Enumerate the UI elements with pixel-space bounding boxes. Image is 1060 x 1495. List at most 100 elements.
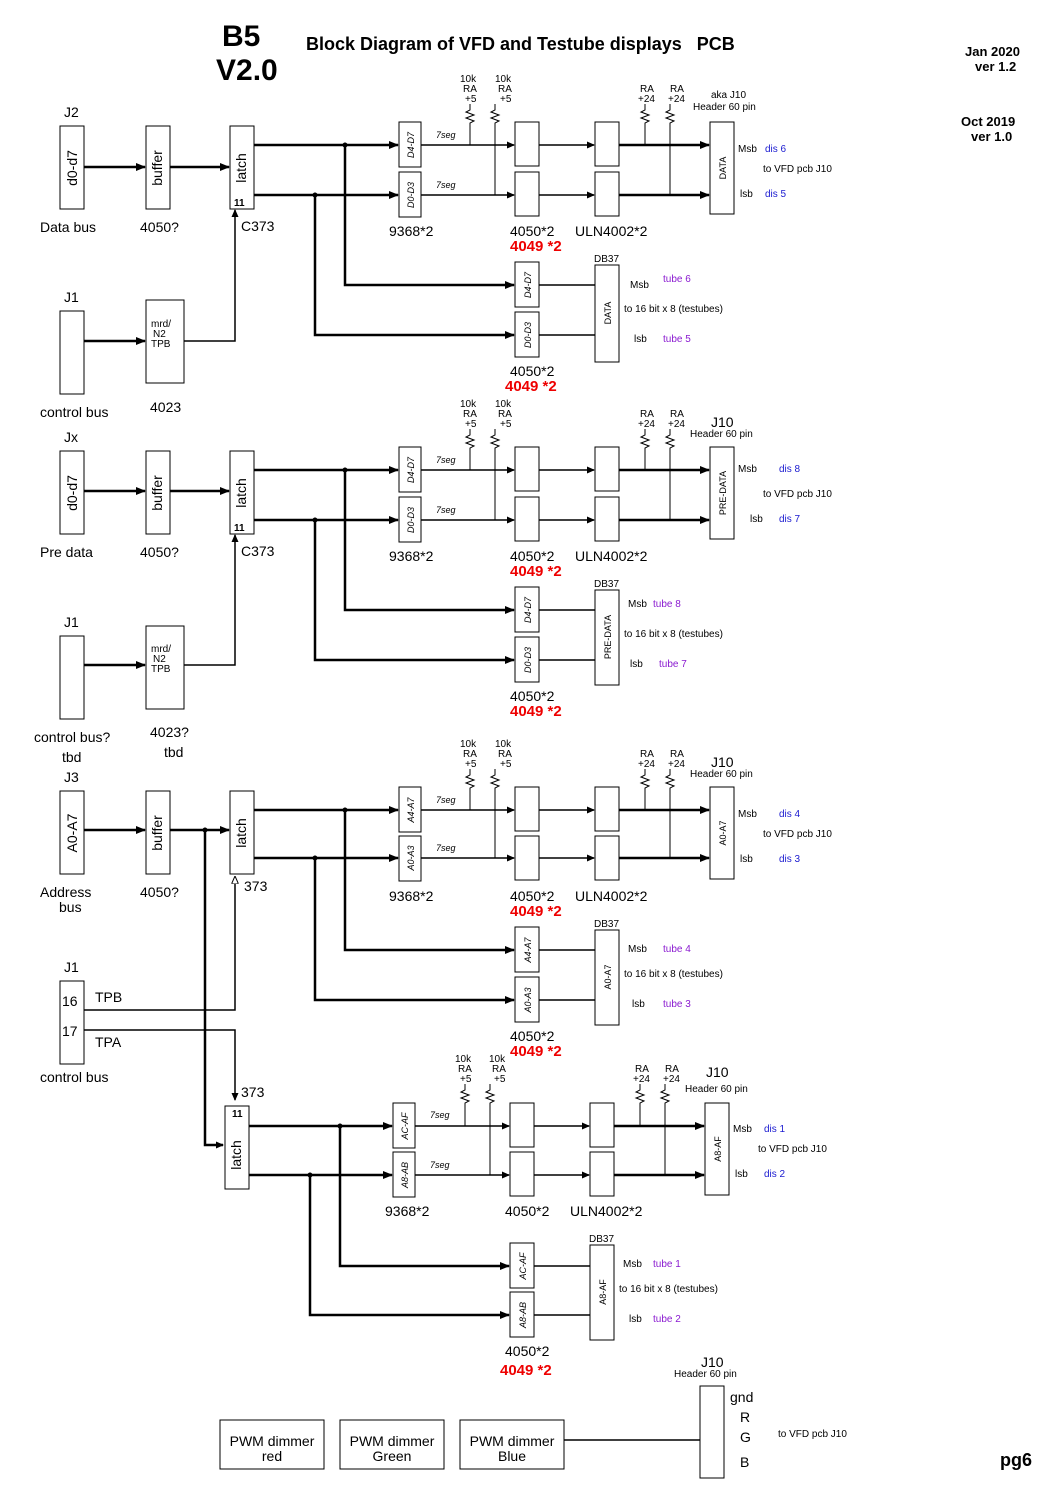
latch-pin: 11	[232, 1109, 243, 1120]
buffer-part: 4050?	[140, 219, 179, 235]
part-label: 9368*2	[389, 223, 434, 239]
pin-gnd: gnd	[730, 1389, 753, 1405]
pullup-10k-a: 10k	[460, 739, 477, 750]
tube-buffer-lo	[514, 311, 540, 358]
db37-connector-label: A8-AF	[598, 1279, 608, 1305]
resistor-icon	[639, 429, 651, 470]
pin-16-label: 16	[62, 993, 78, 1009]
tube-buffer-hi-label: AC-AF	[518, 1252, 528, 1281]
resistor-icon	[489, 429, 501, 520]
driver-chip-lo	[589, 1151, 615, 1197]
vfd-header	[709, 121, 735, 215]
ctrl-connector-label: J1	[64, 959, 79, 975]
tube-lo: tube 2	[653, 1314, 681, 1325]
gate-chip	[145, 625, 185, 710]
db37-label: DB37	[594, 579, 619, 590]
bus-name: Data bus	[40, 219, 96, 235]
tube-buffer-hi-label: A4-A7	[523, 936, 533, 963]
alt-part-label: 4049 *2	[510, 703, 562, 720]
seg-label: 7seg	[436, 455, 456, 465]
page-number: pg6	[1000, 1450, 1032, 1470]
driver-chip-hi	[589, 1102, 615, 1148]
seg-label: 7seg	[436, 130, 456, 140]
seg-label: 7seg	[436, 180, 456, 190]
pwm-dimmer-blue	[459, 1419, 565, 1470]
buffer-part: 4050?	[140, 544, 179, 560]
seg-label: 7seg	[436, 795, 456, 805]
revision-old-date: Oct 2019	[961, 114, 1015, 129]
display-lo: dis 2	[764, 1169, 786, 1180]
header-pins: Header 60 pin	[690, 769, 753, 780]
rgb-header-label: J10	[701, 1354, 724, 1370]
pullup-v24-c: +24	[638, 759, 655, 770]
tube-hi: tube 8	[653, 599, 681, 610]
lsb-label: lsb	[750, 514, 763, 525]
msb-label: Msb	[738, 464, 757, 475]
tube-lo: tube 5	[663, 334, 691, 345]
msb-label: Msb	[628, 599, 647, 610]
pullup-v24-c: +24	[638, 94, 655, 105]
pullup-ra-d: RA	[665, 1064, 679, 1075]
buffer-chip-hi	[514, 446, 540, 492]
input-connector	[59, 125, 85, 210]
block-data-bus: J2 d0-d7 Data bus buffer 4050? latch 11 …	[40, 74, 832, 420]
tube-buffer-hi-label: D4-D7	[523, 271, 533, 298]
pwm-blue-color: Blue	[498, 1448, 526, 1464]
tube-dest: to 16 bit x 8 (testubes)	[619, 1284, 718, 1295]
wire	[343, 810, 515, 954]
pwm-green-label: PWM dimmer	[350, 1433, 435, 1449]
tube-buffer-hi	[514, 586, 540, 633]
msb-label: Msb	[733, 1124, 752, 1135]
db37-label: DB37	[589, 1234, 614, 1245]
decoder-hi-label: D4-D7	[406, 456, 416, 483]
pullup-v5-a: +5	[465, 419, 477, 430]
lsb-label: lsb	[629, 1314, 642, 1325]
header-label: J10	[706, 1064, 729, 1080]
pin-b: B	[740, 1454, 749, 1470]
pullup-v24-c: +24	[633, 1074, 650, 1085]
bus-name-2: bus	[59, 899, 82, 915]
buffer-label: buffer	[149, 150, 165, 186]
pullup-ra-b: RA	[492, 1064, 506, 1075]
vfd-header	[704, 1102, 730, 1196]
part-label: 4050*2	[505, 1203, 550, 1219]
ctrl-connector	[59, 310, 85, 395]
tube-lo: tube 7	[659, 659, 687, 670]
wire	[313, 195, 515, 339]
wire	[343, 145, 515, 289]
ctrl-bus-name: control bus	[40, 404, 108, 420]
pullup-v5-b: +5	[500, 94, 512, 105]
display-hi: dis 8	[779, 464, 801, 475]
display-lo: dis 5	[765, 189, 787, 200]
rgb-header	[699, 1385, 725, 1479]
lsb-label: lsb	[634, 334, 647, 345]
ctrl-bus-name: control bus	[40, 1069, 108, 1085]
db37-connector	[589, 1244, 615, 1341]
tube-hi: tube 1	[653, 1259, 681, 1270]
tube-dest: to 16 bit x 8 (testubes)	[624, 629, 723, 640]
bus-label: d0-d7	[64, 150, 80, 186]
msb-label: Msb	[630, 280, 649, 291]
bus-name: Pre data	[40, 544, 93, 560]
display-hi: dis 6	[765, 144, 787, 155]
display-hi: dis 4	[779, 809, 801, 820]
bus-name: Address	[40, 884, 91, 900]
driver-chip-lo	[594, 171, 620, 217]
driver-chip-hi	[594, 121, 620, 167]
pullup-ra-a: RA	[463, 749, 477, 760]
buffer-chip	[145, 790, 171, 875]
header-pins: Header 60 pin	[685, 1084, 748, 1095]
wire	[203, 830, 224, 1149]
latch-pin: 11	[234, 198, 245, 209]
driver-chip-lo	[594, 496, 620, 542]
buffer-chip-hi	[509, 1102, 535, 1148]
pwm-dimmer-green	[339, 1419, 445, 1470]
tube-hi: tube 6	[663, 274, 691, 285]
db37-connector-label: DATA	[603, 302, 613, 325]
pullup-ra-c: RA	[640, 84, 654, 95]
wire	[338, 1126, 510, 1270]
part-label: ULN4002*2	[570, 1203, 643, 1219]
lsb-label: lsb	[740, 189, 753, 200]
decoder-hi-label: D4-D7	[406, 131, 416, 158]
db37-connector	[594, 264, 620, 363]
